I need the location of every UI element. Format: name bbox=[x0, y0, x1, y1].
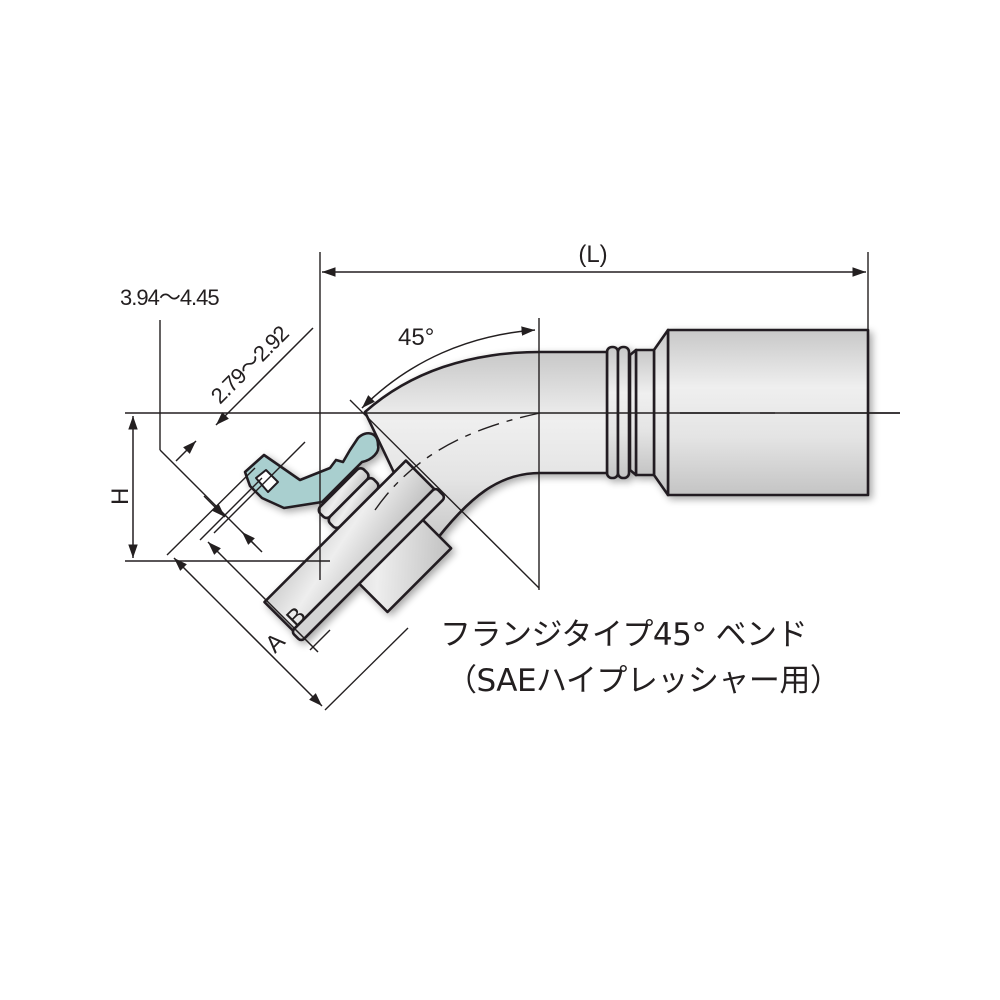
dim-angle-label: 45° bbox=[398, 324, 434, 351]
dim-b-arrow bbox=[207, 541, 319, 653]
caption-subtitle: （SAEハイプレッシャー用） bbox=[446, 663, 841, 699]
dim-l-label: (L) bbox=[578, 241, 607, 268]
dim-a-label: A bbox=[260, 628, 290, 658]
diagram-caption: フランジタイプ45° ベンド （SAEハイプレッシャー用） bbox=[440, 612, 841, 704]
dim-a-arrow bbox=[173, 557, 323, 707]
dim-range-diag-label: 2.79～2.92 bbox=[206, 321, 294, 409]
caption-title: フランジタイプ45° ベンド bbox=[440, 617, 808, 653]
seal-section bbox=[243, 431, 380, 510]
dim-range-top-label: 3.94～4.45 bbox=[120, 285, 219, 310]
dim-angle-arrow bbox=[361, 326, 536, 409]
dim-range-diag-arrow bbox=[215, 327, 314, 426]
dimension-arrows bbox=[128, 267, 866, 707]
dim-h-label: H bbox=[107, 488, 134, 505]
